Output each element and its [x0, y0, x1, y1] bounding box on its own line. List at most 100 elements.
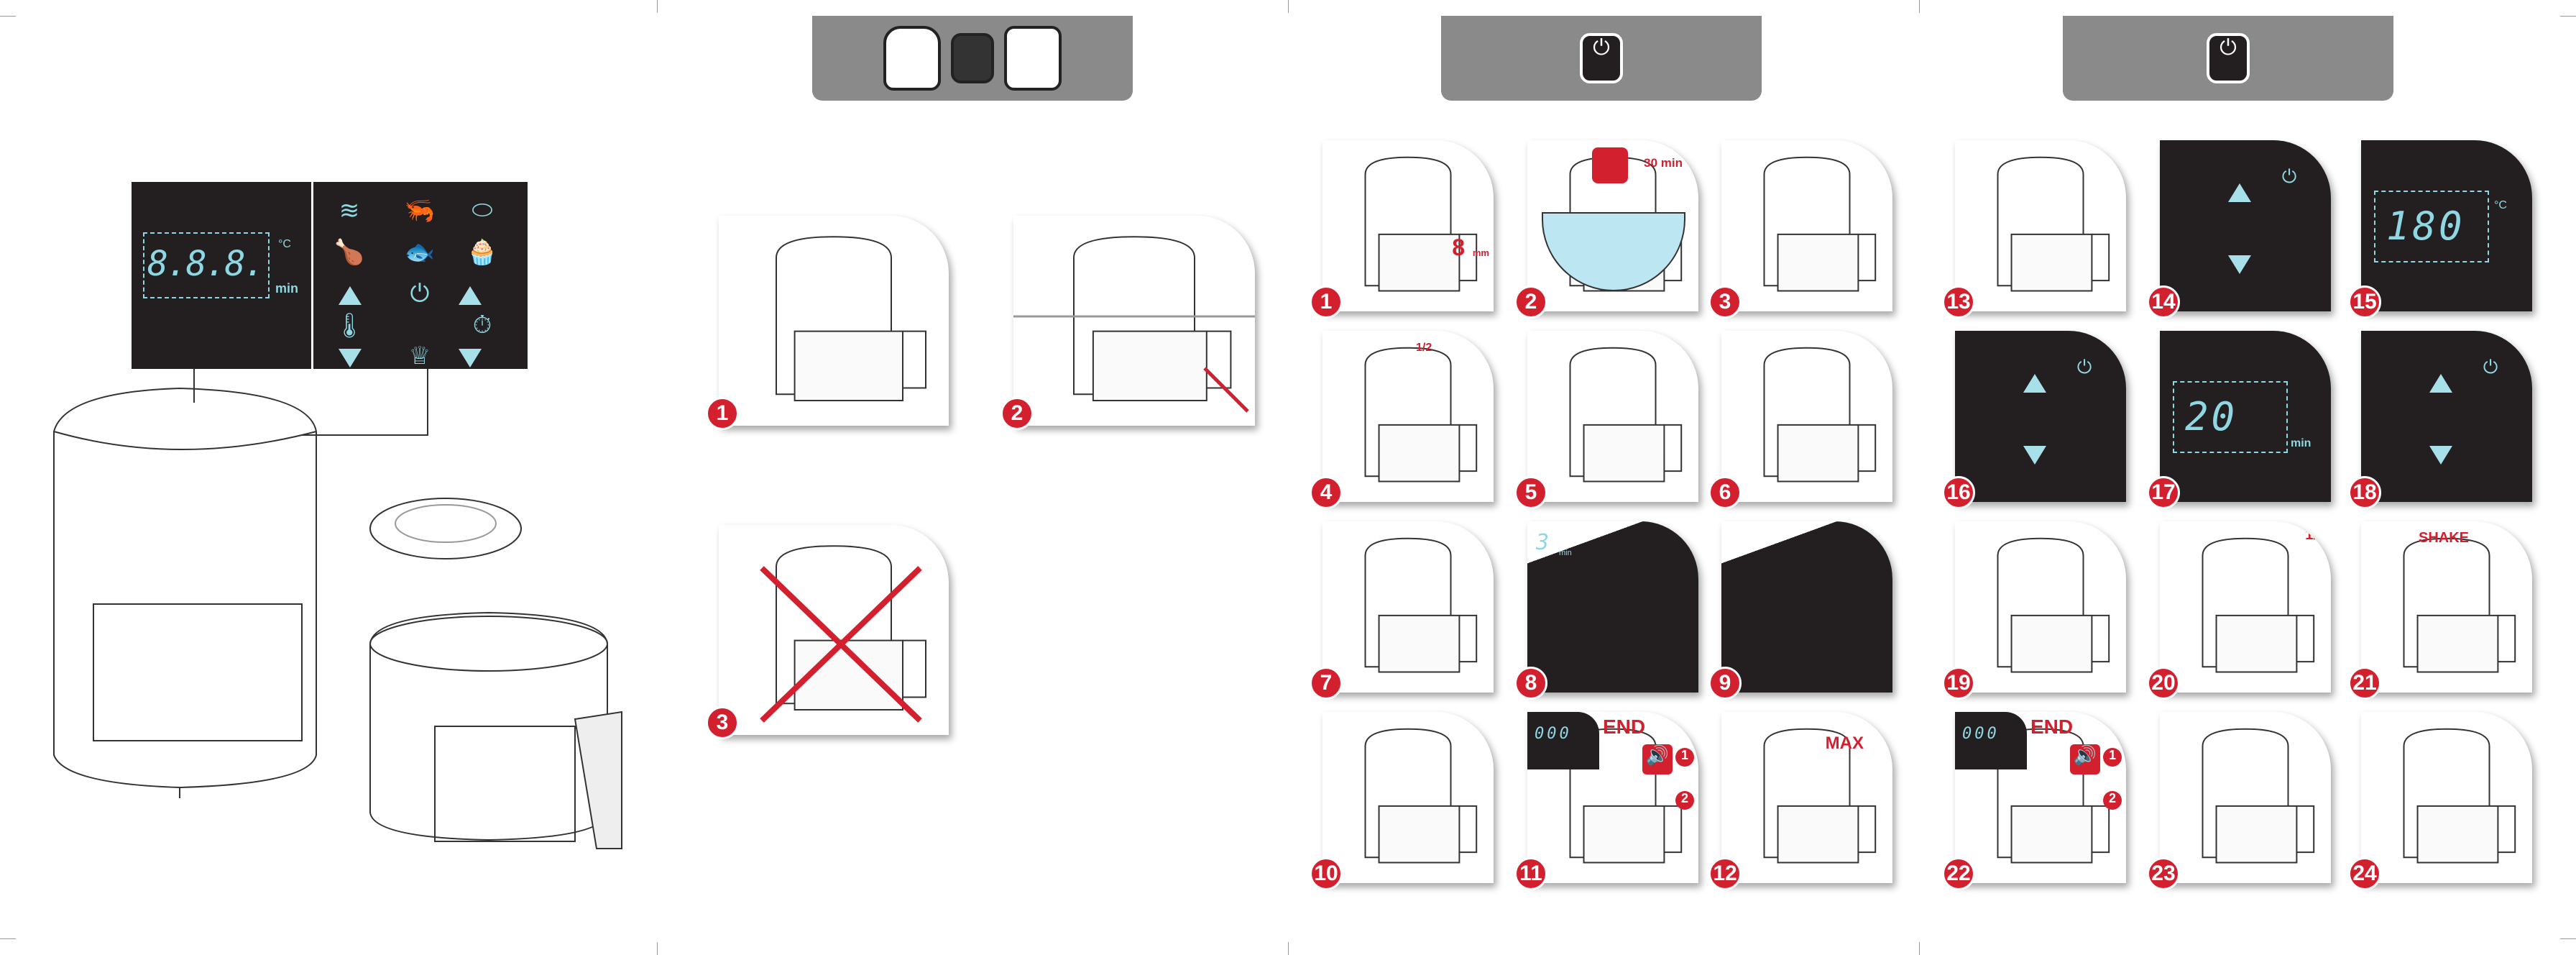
step-number-badge: 2: [1514, 285, 1547, 319]
step-number-badge: 16: [1942, 476, 1975, 509]
cooking-header-1: ⏻: [1441, 16, 1762, 101]
step-number-badge: 9: [1708, 667, 1742, 700]
power-icon[interactable]: ⏻: [410, 280, 430, 307]
step-number-badge: 19: [1942, 667, 1975, 700]
cake-icon[interactable]: 🧁: [466, 239, 498, 266]
display-digits: 8.8.8.: [147, 244, 264, 284]
step-number-badge: 23: [2147, 857, 2180, 890]
temp-unit: °C: [278, 238, 291, 250]
shake-label: SHAKE: [2419, 530, 2470, 546]
mini-display: [1955, 712, 2027, 769]
up-arrow-icon[interactable]: [2228, 183, 2251, 202]
speaker-icon: 🔊: [1642, 744, 1673, 774]
step-number-badge: 3: [1708, 285, 1742, 319]
cooking-step-panel: [2361, 712, 2532, 883]
display-panel: 8.8.8. °C min: [132, 182, 311, 369]
step-number-badge: 15: [2348, 285, 2381, 319]
half-fraction-label: 1/2: [1416, 342, 1432, 354]
step-number-badge: 6: [1708, 476, 1742, 509]
air-fryer-illustration: [776, 545, 926, 710]
cooking-step-panel: [1721, 331, 1892, 502]
power-icon[interactable]: ⏻: [2483, 356, 2498, 378]
mini-display: [1527, 712, 1599, 769]
dish-soap-icon: [883, 26, 941, 91]
air-fryer-illustration: [1569, 347, 1683, 483]
air-fryer-illustration: [1997, 537, 2110, 673]
cooking-step-panel: SHAKE: [2361, 521, 2532, 693]
time-down-icon[interactable]: [459, 349, 482, 367]
air-fryer-illustration: [1763, 347, 1877, 483]
speaker-icon: 🔊: [2070, 744, 2100, 774]
shrimp-icon[interactable]: 🦐: [404, 197, 436, 224]
cleaning-step-panel: [719, 216, 949, 426]
power-icon[interactable]: ⏻: [2281, 165, 2297, 187]
step-number-badge: 8: [1514, 667, 1547, 700]
fish-icon[interactable]: 🐟: [404, 239, 436, 266]
cleaning-header: [812, 16, 1133, 101]
air-fryer-illustration: [1763, 156, 1877, 292]
down-arrow-icon[interactable]: [2023, 446, 2046, 465]
timer-icon: ⏱: [472, 311, 492, 339]
time-up-icon[interactable]: [459, 286, 482, 305]
cooking-step-panel: 30 min: [1527, 140, 1698, 311]
step-number-badge: 5: [1514, 476, 1547, 509]
crop-mark: [1919, 0, 1920, 13]
sponge-icon: [951, 33, 994, 83]
cooking-header-2: ⏻: [2063, 16, 2393, 101]
crop-mark: [1288, 942, 1289, 955]
cleaning-step-panel: [1013, 216, 1255, 426]
step-number-badge: 11: [1514, 857, 1547, 890]
cooking-step-panel: [1955, 140, 2126, 311]
soak-time-label: 30 min: [1644, 156, 1683, 170]
crop-mark: [0, 16, 16, 17]
air-fryer-illustration: [2202, 537, 2315, 673]
chef-hat-icon[interactable]: ♕: [408, 342, 431, 370]
step-1-marker: 1: [2103, 748, 2122, 767]
cooking-step-panel: [1322, 712, 1494, 883]
cooking-step-panel: ⏻: [2361, 331, 2532, 502]
crop-mark: [1288, 0, 1289, 13]
step-number-badge: 1: [706, 397, 739, 430]
cooking-step-panel: 180°C: [2361, 140, 2532, 311]
up-arrow-icon[interactable]: [2023, 374, 2046, 393]
step-number-badge: 2: [1000, 397, 1034, 430]
air-fryer-illustration: [1364, 347, 1478, 483]
temp-down-icon[interactable]: [339, 349, 362, 367]
cooking-step-panel: ⏻: [2160, 140, 2331, 311]
fries-icon[interactable]: ≋: [339, 197, 360, 224]
air-fryer-illustration: [2202, 728, 2315, 864]
step-number-badge: 10: [1310, 857, 1343, 890]
cooking-step-panel: 1/2: [1322, 331, 1494, 502]
down-arrow-icon[interactable]: [2228, 255, 2251, 274]
air-fryer-illustration: [1364, 156, 1478, 292]
step-number-badge: 24: [2348, 857, 2381, 890]
thermometer-icon: 🌡: [334, 312, 365, 339]
air-fryer-illustration: [1997, 156, 2110, 292]
air-fryer-overview-illustration: [53, 369, 622, 849]
temp-up-icon[interactable]: [339, 286, 362, 305]
cleaning-step-panel: [719, 525, 949, 735]
dishwasher-icon: [1004, 26, 1062, 91]
time-unit: min: [275, 281, 299, 296]
control-panel: ≋ 🦐 ⬭ 🍗 🐟 🧁 ⏻ 🌡 ⏱ ♕: [313, 182, 528, 370]
step-number-badge: 18: [2348, 476, 2381, 509]
crop-mark: [1919, 942, 1920, 955]
timer-unit: min: [1559, 549, 1572, 557]
steak-icon[interactable]: ⬭: [472, 196, 493, 224]
cooking-step-panel: [1721, 140, 1892, 311]
chicken-icon[interactable]: 🍗: [334, 239, 365, 266]
crop-mark: [2560, 16, 2576, 17]
finger-press-power-icon: ⏻: [2207, 33, 2250, 83]
step-1-marker: 1: [1675, 748, 1694, 767]
step-2-marker: 2: [1675, 791, 1694, 810]
power-icon[interactable]: ⏻: [2076, 356, 2092, 378]
cooking-step-panel: [1322, 521, 1494, 693]
down-arrow-icon[interactable]: [2429, 446, 2452, 465]
display-digits: 000: [1535, 725, 1572, 743]
step-number-badge: 17: [2147, 476, 2180, 509]
cooking-step-panel: 1/2: [2160, 521, 2331, 693]
up-arrow-icon[interactable]: [2429, 374, 2452, 393]
cooking-step-panel: [1527, 331, 1698, 502]
